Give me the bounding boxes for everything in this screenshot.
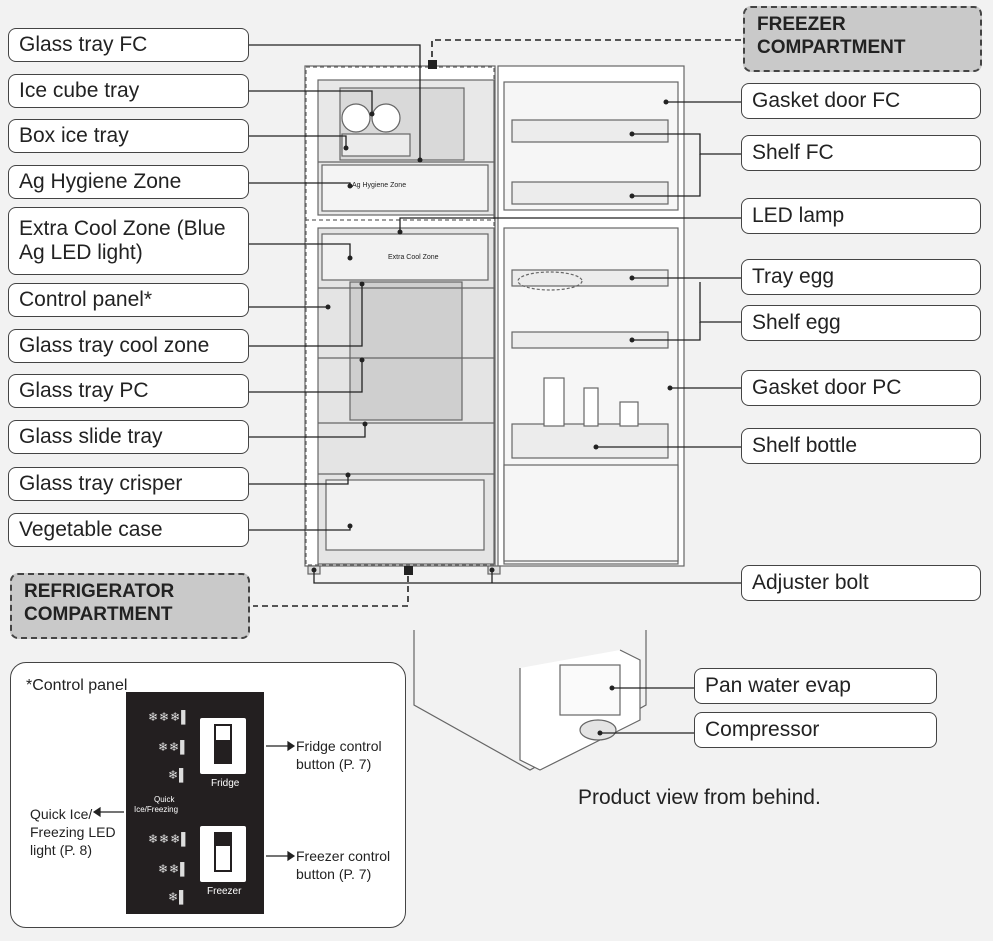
product-view-caption: Product view from behind. xyxy=(578,786,821,809)
quick-label-1: Quick xyxy=(154,795,175,804)
label-adjuster-bolt: Adjuster bolt xyxy=(741,565,981,601)
tray-egg-dash xyxy=(517,271,583,291)
freezer-level-1-icon: ❄▌ xyxy=(168,890,189,904)
freezer-control-text-2: button (P. 7) xyxy=(296,866,372,882)
freezer-compartment-callout: FREEZER COMPARTMENT xyxy=(743,6,982,72)
ag-hygiene-zone-print: Ag Hygiene Zone xyxy=(352,182,407,189)
fridge-control-button[interactable] xyxy=(200,718,246,774)
label-ag-hygiene-zone: Ag Hygiene Zone xyxy=(8,165,249,199)
quick-label-2: Ice/Freezing xyxy=(134,805,179,814)
freezer-button-label: Freezer xyxy=(207,886,242,897)
fridge-level-3-icon: ❄❄❄▌ xyxy=(148,710,191,724)
control-panel-title: *Control panel xyxy=(26,677,128,694)
extra-cool-zone-print: Extra Cool Zone xyxy=(388,254,439,261)
label-gasket-door-pc: Gasket door PC xyxy=(741,370,981,406)
label-control-panel: Control panel* xyxy=(8,283,249,317)
ice-cube-tray xyxy=(341,103,371,133)
label-glass-tray-fc: Glass tray FC xyxy=(8,28,249,62)
label-glass-slide-tray: Glass slide tray xyxy=(8,420,249,454)
label-shelf-bottle: Shelf bottle xyxy=(741,428,981,464)
freezer-control-text-1: Freezer control xyxy=(296,848,391,864)
label-gasket-door-fc: Gasket door FC xyxy=(741,83,981,119)
fridge-button-label: Fridge xyxy=(211,778,240,789)
label-led-lamp: LED lamp xyxy=(741,198,981,234)
compressor-shape xyxy=(579,719,617,741)
label-compressor: Compressor xyxy=(694,712,937,748)
fridge-level-1-icon: ❄▌ xyxy=(168,768,189,782)
label-shelf-egg: Shelf egg xyxy=(741,305,981,341)
fridge-control-text-2: button (P. 7) xyxy=(296,756,372,772)
label-box-ice-tray: Box ice tray xyxy=(8,119,249,153)
fridge-level-2-icon: ❄❄▌ xyxy=(158,740,190,754)
quick-ice-text-2: Freezing LED xyxy=(30,824,116,840)
freezer-level-3-icon: ❄❄❄▌ xyxy=(148,832,191,846)
refrigerator-compartment-callout: REFRIGERATOR COMPARTMENT xyxy=(10,573,250,639)
label-extra-cool-zone: Extra Cool Zone (Blue Ag LED light) xyxy=(8,207,249,275)
freezer-control-button[interactable] xyxy=(200,826,246,882)
label-pan-water-evap: Pan water evap xyxy=(694,668,937,704)
quick-ice-text-3: light (P. 8) xyxy=(30,842,92,858)
quick-ice-text-1: Quick Ice/ xyxy=(30,806,93,822)
freezer-level-2-icon: ❄❄▌ xyxy=(158,862,190,876)
label-glass-tray-crisper: Glass tray crisper xyxy=(8,467,249,501)
label-glass-tray-pc: Glass tray PC xyxy=(8,374,249,408)
label-vegetable-case: Vegetable case xyxy=(8,513,249,547)
fridge-control-text-1: Fridge control xyxy=(296,738,382,754)
label-tray-egg: Tray egg xyxy=(741,259,981,295)
label-glass-tray-cool-zone: Glass tray cool zone xyxy=(8,329,249,363)
label-ice-cube-tray: Ice cube tray xyxy=(8,74,249,108)
label-shelf-fc: Shelf FC xyxy=(741,135,981,171)
rear-view-body xyxy=(413,630,647,771)
vegetable-case-box xyxy=(325,479,485,551)
